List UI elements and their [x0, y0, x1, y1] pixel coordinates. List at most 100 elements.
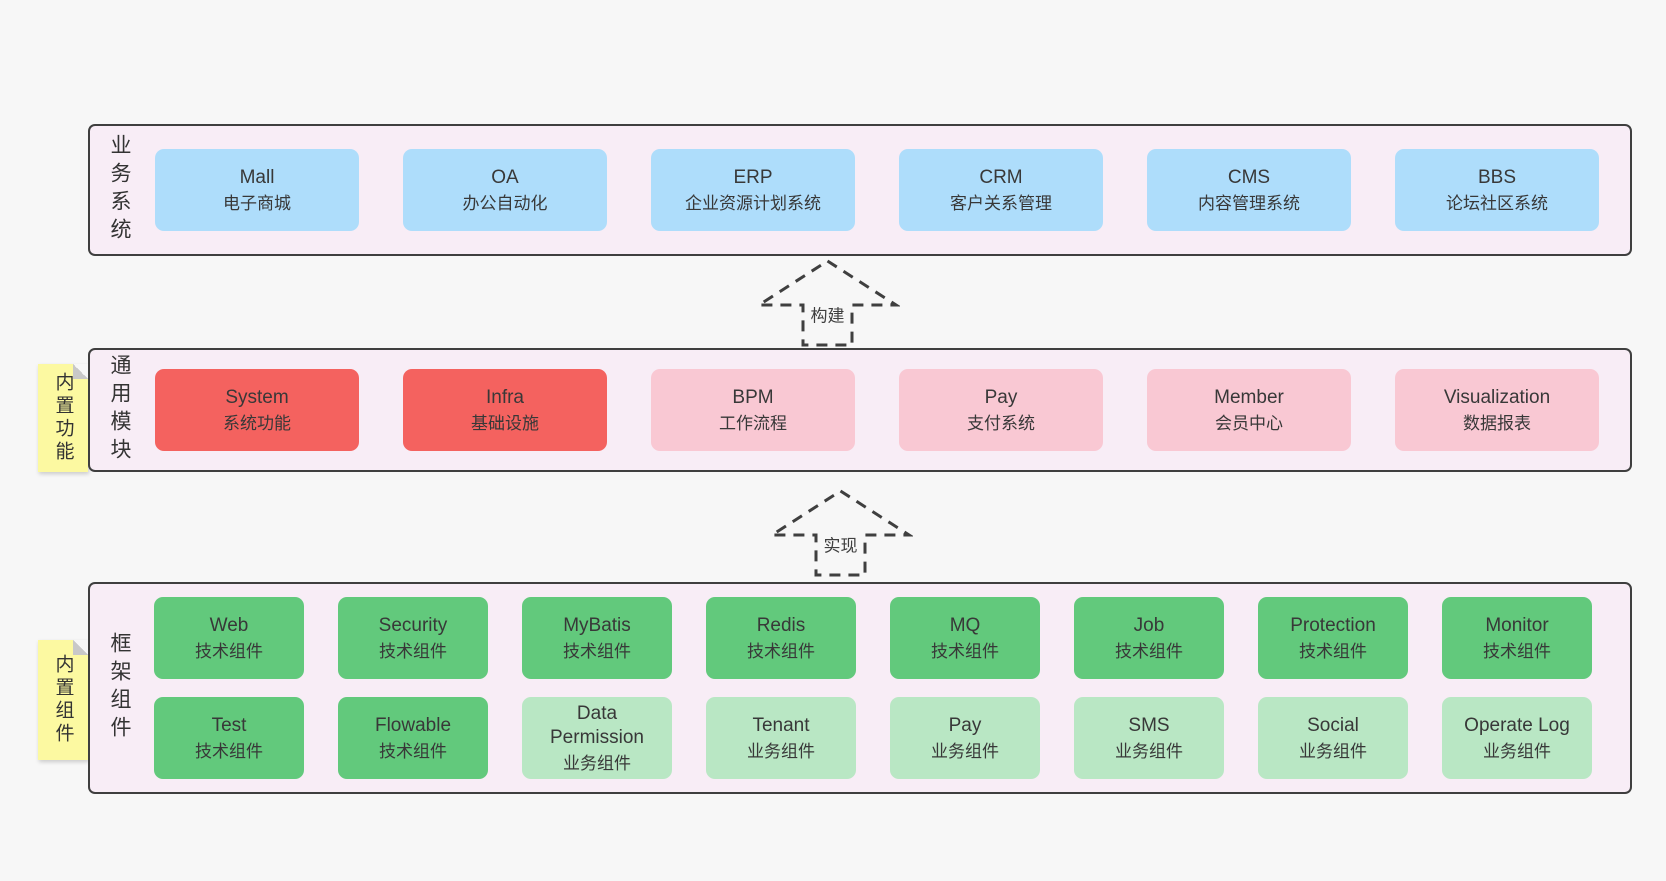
box-en-label: Monitor [1485, 614, 1549, 636]
box-en-label: Test [211, 714, 247, 736]
box-system: System 系统功能 [155, 369, 359, 451]
box-cn-label: 数据报表 [1463, 413, 1531, 433]
box-operate-log: Operate Log 业务组件 [1442, 697, 1592, 779]
sticky-fold-icon [73, 640, 88, 655]
box-en-label: Job [1133, 614, 1165, 636]
box-cn-label: 工作流程 [719, 413, 787, 433]
panel-common-modules: 通用模块 System 系统功能 Infra 基础设施 BPM 工作流程 Pay… [88, 348, 1632, 472]
box-social: Social 业务组件 [1258, 697, 1408, 779]
sticky-note-label: 内置功能 [52, 372, 74, 464]
panel-framework-components: 框架组件 Web 技术组件 Security 技术组件 MyBatis 技术组件… [88, 582, 1632, 794]
box-mybatis: MyBatis 技术组件 [522, 597, 672, 679]
up-arrow-icon [768, 489, 913, 577]
box-cn-label: 技术组件 [379, 741, 447, 761]
framework-grid: Web 技术组件 Security 技术组件 MyBatis 技术组件 Redi… [154, 597, 1592, 779]
box-cn-label: 内容管理系统 [1198, 193, 1300, 213]
framework-row-1: Web 技术组件 Security 技术组件 MyBatis 技术组件 Redi… [154, 597, 1592, 679]
build-arrow: 构建 [755, 258, 900, 348]
box-en-label: Mall [239, 166, 275, 188]
box-en-label: Pay [984, 386, 1018, 408]
box-en-label: BPM [732, 386, 774, 408]
box-cms: CMS 内容管理系统 [1147, 149, 1351, 231]
box-cn-label: 业务组件 [931, 741, 999, 761]
box-en-label: Redis [756, 614, 806, 636]
box-en-label: Flowable [374, 714, 452, 736]
box-cn-label: 客户关系管理 [950, 193, 1052, 213]
box-cn-label: 基础设施 [471, 413, 539, 433]
box-protection: Protection 技术组件 [1258, 597, 1408, 679]
box-tenant: Tenant 业务组件 [706, 697, 856, 779]
box-en-label: Member [1214, 386, 1284, 408]
box-en-label: CRM [979, 166, 1023, 188]
box-en-label: ERP [733, 166, 773, 188]
box-visualization: Visualization 数据报表 [1395, 369, 1599, 451]
build-arrow-label: 构建 [805, 299, 850, 329]
box-cn-label: 企业资源计划系统 [685, 193, 821, 213]
box-en-label: Operate Log [1464, 714, 1570, 736]
box-en-label: BBS [1477, 166, 1517, 188]
box-job: Job 技术组件 [1074, 597, 1224, 679]
panel-modules-label: 通用模块 [108, 354, 131, 466]
box-data-permission: Data Permission 业务组件 [522, 697, 672, 779]
box-security: Security 技术组件 [338, 597, 488, 679]
box-member: Member 会员中心 [1147, 369, 1351, 451]
box-sms: SMS 业务组件 [1074, 697, 1224, 779]
box-bpm: BPM 工作流程 [651, 369, 855, 451]
box-en-label: Tenant [752, 714, 810, 736]
box-en-label: Data Permission [550, 703, 644, 748]
sticky-note-label: 内置组件 [52, 654, 74, 746]
box-erp: ERP 企业资源计划系统 [651, 149, 855, 231]
box-cn-label: 业务组件 [747, 741, 815, 761]
box-en-label: Infra [485, 386, 525, 408]
box-cn-label: 系统功能 [223, 413, 291, 433]
box-en-label: SMS [1128, 714, 1170, 736]
box-cn-label: 会员中心 [1215, 413, 1283, 433]
panel-business-systems: 业务系统 Mall 电子商城 OA 办公自动化 ERP 企业资源计划系统 CRM… [88, 124, 1632, 256]
modules-boxes-row: System 系统功能 Infra 基础设施 BPM 工作流程 Pay 支付系统… [155, 369, 1599, 451]
box-en-label: System [225, 386, 289, 408]
box-cn-label: 论坛社区系统 [1446, 193, 1548, 213]
box-en-label: OA [491, 166, 519, 188]
framework-row-2: Test 技术组件 Flowable 技术组件 Data Permission … [154, 697, 1592, 779]
box-en-label: Social [1307, 714, 1359, 736]
box-en-label: Visualization [1443, 386, 1551, 408]
box-cn-label: 业务组件 [1483, 741, 1551, 761]
box-cn-label: 办公自动化 [462, 193, 548, 213]
box-cn-label: 技术组件 [195, 741, 263, 761]
box-en-label: MyBatis [563, 614, 631, 636]
implement-arrow-label: 实现 [818, 529, 863, 559]
box-oa: OA 办公自动化 [403, 149, 607, 231]
box-cn-label: 业务组件 [563, 753, 631, 773]
box-monitor: Monitor 技术组件 [1442, 597, 1592, 679]
box-web: Web 技术组件 [154, 597, 304, 679]
box-cn-label: 技术组件 [563, 641, 631, 661]
panel-business-label: 业务系统 [108, 134, 131, 246]
box-cn-label: 支付系统 [967, 413, 1035, 433]
box-en-label: Web [209, 614, 249, 636]
box-cn-label: 技术组件 [195, 641, 263, 661]
box-test: Test 技术组件 [154, 697, 304, 779]
box-cn-label: 业务组件 [1115, 741, 1183, 761]
sticky-note-builtin-components: 内置组件 [38, 640, 88, 760]
box-pay-component: Pay 业务组件 [890, 697, 1040, 779]
up-arrow-icon [755, 259, 900, 347]
box-cn-label: 技术组件 [931, 641, 999, 661]
sticky-fold-icon [73, 364, 88, 379]
box-cn-label: 业务组件 [1299, 741, 1367, 761]
box-cn-label: 电子商城 [223, 193, 291, 213]
business-boxes-row: Mall 电子商城 OA 办公自动化 ERP 企业资源计划系统 CRM 客户关系… [155, 149, 1599, 231]
box-bbs: BBS 论坛社区系统 [1395, 149, 1599, 231]
box-cn-label: 技术组件 [1299, 641, 1367, 661]
box-cn-label: 技术组件 [747, 641, 815, 661]
box-pay-module: Pay 支付系统 [899, 369, 1103, 451]
box-en-label: Pay [948, 714, 982, 736]
box-infra: Infra 基础设施 [403, 369, 607, 451]
box-en-label: Security [378, 614, 448, 636]
sticky-note-builtin-functions: 内置功能 [38, 364, 88, 472]
box-en-label: MQ [949, 614, 981, 636]
box-cn-label: 技术组件 [1115, 641, 1183, 661]
implement-arrow: 实现 [768, 488, 913, 578]
box-cn-label: 技术组件 [1483, 641, 1551, 661]
box-crm: CRM 客户关系管理 [899, 149, 1103, 231]
